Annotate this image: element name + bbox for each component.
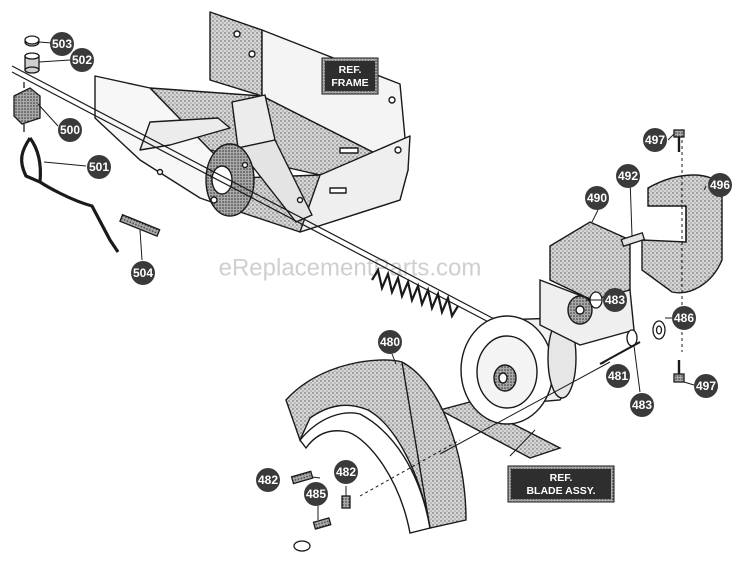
callout-480: 480 [378,330,402,354]
callout-502: 502 [70,48,94,72]
part-number-497-bottom: 497 [696,379,716,393]
hub-assembly [438,315,577,459]
callout-486: 486 [672,306,696,330]
callout-483-upper: 483 [603,288,627,312]
screws [290,361,611,552]
frame-assembly [94,11,411,233]
callout-496: 496 [708,173,732,197]
part-number-497-top: 497 [645,133,665,147]
callout-497-bottom: 497 [694,374,718,398]
ref-blade-line1: REF. [550,472,573,484]
part-number-481: 481 [608,369,628,383]
callout-482-right: 482 [334,460,358,484]
part-number-504: 504 [133,266,153,280]
leader-lines [37,41,707,520]
lower-shroud [285,359,467,534]
callout-483-lower: 483 [630,393,654,417]
part-number-482-left: 482 [258,473,278,487]
part-number-485: 485 [306,487,326,501]
callout-482-left: 482 [256,468,280,492]
ref-blade-label: REF. BLADE ASSY. [507,465,615,503]
part-number-480: 480 [380,335,400,349]
part-number-500: 500 [60,123,80,137]
callout-500: 500 [58,118,82,142]
callout-503: 503 [50,32,74,56]
part-number-490: 490 [587,191,607,205]
mount-bracket [539,221,635,346]
part-number-501: 501 [89,160,109,174]
callouts: 503 502 500 501 504 497 492 496 490 483 … [50,32,732,506]
callout-497-top: 497 [643,128,667,152]
part-number-483-upper: 483 [605,293,625,307]
ref-frame-line2: FRAME [331,77,368,89]
left-hardware [13,35,161,253]
ref-blade-line2: BLADE ASSY. [526,485,595,497]
part-number-482-right: 482 [336,465,356,479]
ref-frame-line1: REF. [339,64,362,76]
callout-481: 481 [606,364,630,388]
compression-spring [371,267,459,319]
callout-490: 490 [585,186,609,210]
part-number-503: 503 [52,37,72,51]
part-number-496: 496 [710,178,730,192]
part-number-486: 486 [674,311,694,325]
part-number-483-lower: 483 [632,398,652,412]
part-number-492: 492 [618,169,638,183]
callout-501: 501 [87,155,111,179]
callout-504: 504 [131,261,155,285]
watermark: eReplacementParts.com [219,255,482,282]
callout-485: 485 [304,482,328,506]
callout-492: 492 [616,164,640,188]
part-number-502: 502 [72,53,92,67]
ref-frame-label: REF. FRAME [321,57,379,95]
